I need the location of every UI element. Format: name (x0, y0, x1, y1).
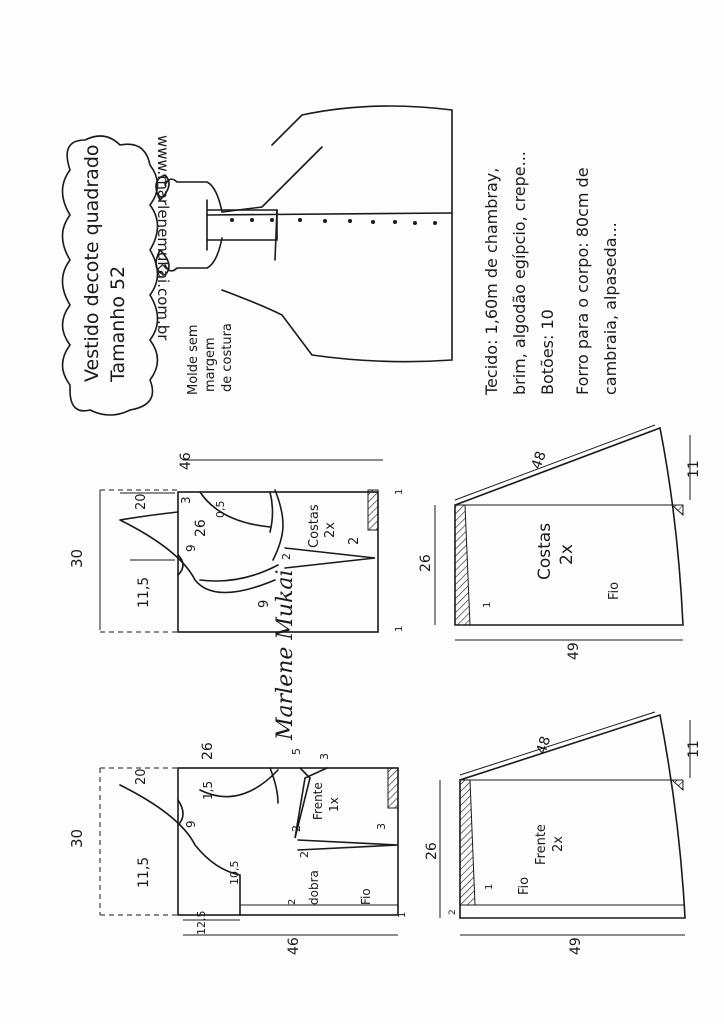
back-skirt-1: 1 (482, 602, 493, 608)
back-skirt-grain: Fio (607, 582, 622, 600)
front-bodice-3a: 3 (318, 753, 331, 760)
front-bodice-3b: 3 (375, 823, 388, 830)
signature: Marlene Mukai (273, 569, 298, 741)
back-skirt-label: Costas (535, 523, 555, 580)
front-bodice-105: 10,5 (228, 861, 241, 886)
front-bodice-9: 9 (184, 820, 198, 828)
front-skirt-qty: 2x (551, 836, 566, 852)
front-bodice-2b: 2 (298, 851, 311, 858)
materials-lining: Forro para o corpo: 80cm de (573, 167, 592, 395)
pattern-size: Tamanho 52 (107, 266, 129, 383)
back-skirt-11: 11 (686, 460, 702, 478)
materials-lining-types: cambraia, alpaseda... (601, 222, 620, 395)
dress-sketch (155, 105, 453, 363)
back-bodice-height: 30 (68, 549, 86, 568)
front-skirt-1: 1 (484, 884, 495, 890)
front-bodice-height: 30 (68, 829, 86, 848)
website-url: www.marlenemukai.com.br (154, 135, 172, 341)
back-bodice-3: 3 (179, 496, 193, 504)
front-skirt-label: Frente (534, 824, 549, 865)
front-bodice-qty: 1x (327, 797, 341, 812)
front-skirt-piece (439, 711, 691, 936)
back-skirt-26: 26 (418, 554, 434, 572)
materials-fabric-types: brim, algodão egípcio, crepe... (510, 151, 529, 395)
front-bodice-2a: 2 (290, 825, 303, 832)
front-skirt-26: 26 (424, 842, 440, 860)
back-bodice-qty: 2x (323, 522, 338, 538)
back-bodice-shoulder: 20 (134, 493, 149, 510)
front-bodice-5: 5 (290, 748, 303, 755)
front-skirt-11: 11 (686, 740, 702, 758)
front-bodice-grain: Fio (359, 888, 373, 905)
front-bodice-115: 11,5 (136, 857, 152, 888)
back-bodice-115: 11,5 (136, 577, 152, 608)
note-line-2: margem (203, 337, 218, 392)
back-bodice-label: Costas (307, 504, 322, 548)
front-bodice-2c: 2 (287, 899, 298, 905)
back-bodice-9b: 9 (257, 600, 272, 608)
front-bodice-label: Frente (311, 782, 325, 820)
back-skirt-qty: 2x (557, 544, 577, 565)
note-line-3: de costura (220, 323, 235, 392)
front-skirt-grain: Fio (517, 877, 532, 895)
back-bodice-neck: 26 (193, 519, 209, 537)
back-bodice-2b: 2 (347, 537, 362, 545)
front-bodice-fold: dobra (307, 870, 321, 905)
back-skirt-49: 49 (566, 642, 582, 660)
front-bodice-1: 1 (397, 912, 408, 918)
back-bodice-05: 0,5 (214, 501, 227, 519)
front-skirt-2: 2 (448, 909, 458, 915)
note-line-1: Molde sem (186, 324, 201, 395)
front-bodice-shoulder: 20 (134, 768, 149, 785)
materials-buttons: Botões: 10 (538, 309, 557, 395)
back-skirt-piece (434, 424, 691, 641)
back-bodice-2a: 2 (280, 553, 293, 560)
back-bodice-1b: 1 (394, 626, 405, 632)
back-bodice-piece (99, 459, 383, 633)
back-bodice-9a: 9 (184, 544, 198, 552)
front-skirt-49: 49 (568, 937, 584, 955)
front-bodice-neck: 26 (200, 742, 216, 760)
back-bodice-1a: 1 (394, 489, 405, 495)
materials-fabric: Tecido: 1,60m de chambray, (482, 168, 501, 396)
title-cloud (61, 135, 159, 416)
front-bodice-width: 46 (286, 937, 302, 955)
front-skirt-48: 48 (534, 734, 555, 756)
front-bodice-125: 12,5 (195, 911, 208, 936)
pattern-title: Vestido decote quadrado (81, 144, 103, 382)
front-bodice-15: 1,5 (201, 781, 215, 800)
back-bodice-width: 46 (178, 452, 194, 470)
front-bodice-piece (99, 767, 399, 936)
back-skirt-48: 48 (529, 449, 550, 471)
